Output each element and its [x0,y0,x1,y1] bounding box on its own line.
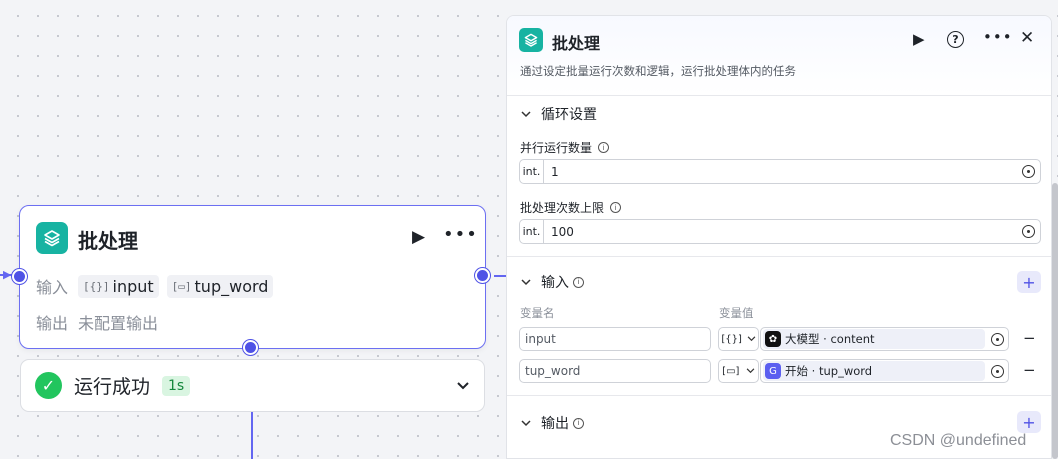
parallel-count-input[interactable]: int. 1 [519,159,1041,184]
outgoing-edge [494,275,506,277]
int-type-prefix: int. [520,160,544,183]
panel-more-button[interactable]: ••• [983,28,1013,46]
node-input-label: 输入 [36,278,69,297]
array-object-icon: [{}] [721,333,742,345]
panel-description: 通过设定批量运行次数和逻辑，运行批处理体内的任务 [520,64,796,78]
remove-input-button[interactable]: − [1023,361,1036,379]
reference-text: 大模型 · content [785,332,875,346]
node-config-panel: 批处理 ▶ ? ••• ✕ 通过设定批量运行次数和逻辑，运行批处理体内的任务 循… [506,15,1052,459]
batch-limit-label: 批处理次数上限 i [520,199,622,216]
node-input-name: input [112,276,154,296]
child-edge [251,412,253,459]
info-icon[interactable]: i [573,276,584,288]
output-section-header[interactable]: 输出 i [521,413,584,433]
batch-limit-label-text: 批处理次数上限 [520,201,605,215]
layers-icon [519,28,543,52]
parallel-count-label: 并行运行数量 i [520,139,610,156]
output-section-title: 输出 [541,416,569,432]
reference-chip: G 开始 · tup_word [763,361,985,381]
chevron-down-icon [521,108,531,121]
node-output-value: 未配置输出 [78,314,159,333]
output-port[interactable] [475,268,490,283]
add-input-button[interactable]: + [1017,271,1041,293]
col-variable-value: 变量值 [719,306,754,320]
node-input-tag: [▭] tup_word [166,274,274,298]
input-port[interactable] [12,269,27,284]
batch-limit-input[interactable]: int. 100 [519,219,1041,244]
input-name-field[interactable]: tup_word [519,359,711,383]
array-object-icon: [{}] [83,279,110,293]
array-string-icon: [▭] [722,365,740,377]
watermark: CSDN @undefined [890,432,1027,449]
node-input-name: tup_word [194,276,269,296]
node-more-button[interactable]: ••• [443,224,478,245]
divider [507,256,1051,257]
divider [507,395,1051,396]
panel-header: 批处理 ▶ ? ••• ✕ 通过设定批量运行次数和逻辑，运行批处理体内的任务 [507,16,1051,96]
llm-icon: ✿ [765,331,781,347]
arrow-right-icon: ▶ [3,268,12,281]
chevron-down-icon [521,276,531,289]
start-node-icon: G [765,363,781,379]
loop-section-header[interactable]: 循环设置 [521,104,597,124]
batch-node[interactable]: 批处理 ▶ ••• 输入 [{}] input [▭] tup_word 输出 … [19,205,486,349]
node-input-row: 输入 [{}] input [▭] tup_word [36,274,274,298]
reference-text: 开始 · tup_word [785,364,873,378]
input-value-reference[interactable]: G 开始 · tup_word [760,359,1009,383]
info-icon[interactable]: i [610,202,622,213]
duration-badge: 1s [162,375,191,396]
reference-chip: ✿ 大模型 · content [763,329,985,349]
status-text: 运行成功 [74,376,151,398]
loop-section-title: 循环设置 [541,107,597,123]
variable-select-icon[interactable] [991,364,1004,378]
input-name-field[interactable]: input [519,327,711,351]
close-icon[interactable]: ✕ [1020,28,1035,48]
chevron-down-icon [521,417,531,430]
parallel-count-value: 1 [551,164,559,179]
chevron-down-icon [746,366,755,377]
panel-title: 批处理 [552,34,601,53]
help-icon[interactable]: ? [947,31,964,48]
parallel-count-label-text: 并行运行数量 [520,141,593,155]
batch-body-port[interactable] [243,340,258,355]
add-output-button[interactable]: + [1017,411,1041,433]
variable-select-icon[interactable] [1022,165,1035,178]
run-node-button[interactable]: ▶ [412,227,426,247]
layers-icon [36,222,68,254]
input-section-title: 输入 [541,275,569,291]
chevron-down-icon[interactable] [456,376,470,395]
info-icon[interactable]: i [598,142,610,153]
node-title: 批处理 [78,229,138,253]
run-panel-button[interactable]: ▶ [913,30,925,48]
input-section-header[interactable]: 输入 i [521,272,584,292]
node-output-row: 输出 未配置输出 [36,310,158,334]
batch-limit-value: 100 [551,224,574,239]
array-string-icon: [▭] [171,279,192,293]
variable-select-icon[interactable] [1022,225,1035,238]
input-type-select[interactable]: [{}] [718,327,759,351]
node-input-tag: [{}] input [78,274,159,298]
incoming-edge [0,274,14,276]
check-icon: ✓ [35,372,62,399]
remove-input-button[interactable]: − [1023,329,1036,347]
run-status-card[interactable]: ✓ 运行成功 1s [20,359,485,412]
chevron-down-icon [747,334,756,345]
input-value-reference[interactable]: ✿ 大模型 · content [760,327,1009,351]
col-variable-name: 变量名 [520,306,555,320]
info-icon[interactable]: i [573,417,584,429]
input-type-select[interactable]: [▭] [718,359,759,383]
int-type-prefix: int. [520,220,544,243]
panel-scrollbar[interactable] [1052,183,1058,459]
variable-select-icon[interactable] [991,332,1004,346]
node-output-label: 输出 [36,314,69,333]
